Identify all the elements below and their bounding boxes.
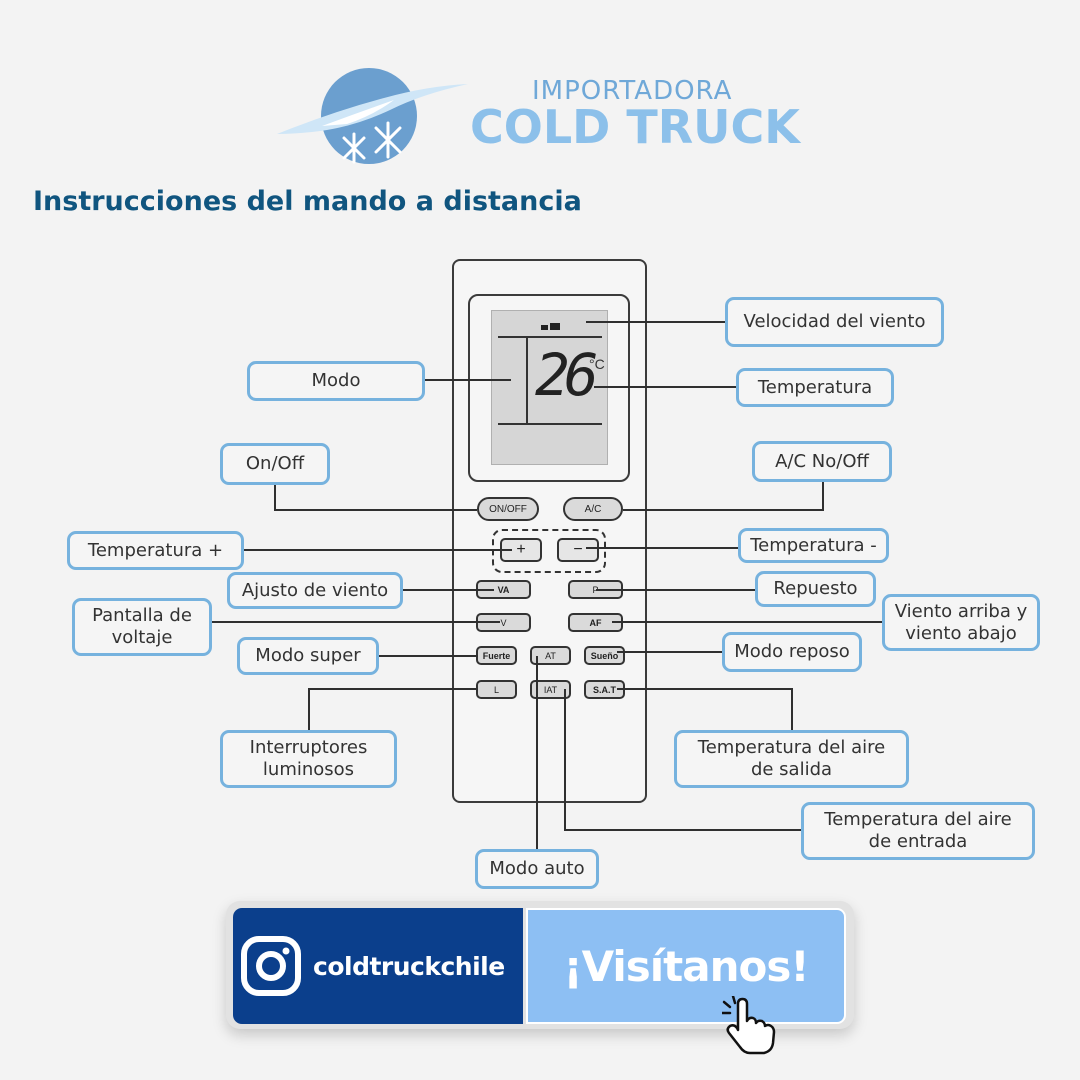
callout-label-line2: voltaje	[111, 627, 173, 648]
callout-label: Modo auto	[489, 858, 585, 880]
callout-label-line2: de entrada	[868, 831, 968, 852]
lcd-unit: °C	[589, 356, 605, 372]
fuerte-key[interactable]: Fuerte	[476, 646, 517, 665]
lcd-divider-vertical	[526, 336, 528, 424]
lcd-divider-bottom	[498, 423, 602, 425]
callout-label: Temperatura -	[750, 534, 877, 556]
at-key[interactable]: AT	[530, 646, 571, 665]
callout-modo-auto: Modo auto	[475, 849, 599, 889]
callout-modo: Modo	[247, 361, 425, 401]
visit-button[interactable]: ¡Visítanos!	[526, 908, 846, 1024]
callout-label: Modo super	[255, 645, 361, 667]
callout-repuesto: Repuesto	[755, 571, 876, 607]
l-key[interactable]: L	[476, 680, 517, 699]
callout-temp-minus: Temperatura -	[738, 528, 889, 563]
callout-pantalla-voltaje: Pantalla de voltaje	[72, 598, 212, 656]
callout-label-line1: Interruptores	[249, 737, 368, 759]
iat-key[interactable]: IAT	[530, 680, 571, 699]
af-key[interactable]: AF	[568, 613, 623, 632]
lcd-divider-top	[498, 336, 602, 338]
brand-logo-icon	[277, 68, 468, 164]
sat-key[interactable]: S.A.T	[584, 680, 625, 699]
callout-temp-aire-entrada: Temperatura del aire de entrada	[801, 802, 1035, 860]
instagram-handle[interactable]: coldtruckchile	[313, 951, 505, 981]
callout-temperatura: Temperatura	[736, 368, 894, 407]
instagram-icon	[241, 936, 301, 996]
callout-modo-super: Modo super	[237, 637, 379, 675]
callout-label-line2: viento abajo	[905, 622, 1017, 644]
brand-main-text: COLD TRUCK	[470, 100, 800, 154]
callout-modo-reposo: Modo reposo	[722, 632, 862, 672]
callout-label: A/C No/Off	[775, 450, 869, 472]
temp-plus-key[interactable]: +	[500, 538, 542, 562]
temp-minus-key[interactable]: −	[557, 538, 599, 562]
callout-label: Temperatura	[757, 376, 873, 398]
callout-label-line1: Pantalla de	[92, 605, 192, 627]
sueno-key[interactable]: Sueño	[584, 646, 625, 665]
callout-on-off: On/Off	[220, 443, 330, 485]
fan-speed-icon	[541, 322, 561, 330]
callout-label-line2: de salida	[750, 759, 833, 780]
callout-label: Temperatura +	[87, 539, 224, 561]
callout-label-line1: Viento arriba y	[894, 600, 1028, 622]
ac-key[interactable]: A/C	[563, 497, 623, 521]
page-title: Instrucciones del mando a distancia	[33, 186, 582, 217]
instagram-panel[interactable]: coldtruckchile	[233, 908, 523, 1024]
callout-label: On/Off	[245, 453, 305, 475]
callout-temp-plus: Temperatura +	[67, 531, 244, 570]
p-key[interactable]: P	[568, 580, 623, 599]
callout-viento-arriba-abajo: Viento arriba y viento abajo	[882, 594, 1040, 651]
callout-label-line1: Temperatura del aire	[824, 809, 1012, 831]
callout-label: Velocidad del viento	[743, 311, 926, 333]
brand-top-text: IMPORTADORA	[532, 76, 733, 106]
callout-ac: A/C No/Off	[752, 441, 892, 482]
lcd-temperature: 26	[535, 341, 599, 409]
v-key[interactable]: V	[476, 613, 531, 632]
on-off-key[interactable]: ON/OFF	[477, 497, 539, 521]
va-key[interactable]: VA	[476, 580, 531, 599]
callout-label: Modo	[311, 370, 361, 392]
callout-label-line1: Temperatura del aire	[697, 737, 886, 759]
temperature-key-group	[492, 529, 606, 573]
callout-temp-aire-salida: Temperatura del aire de salida	[674, 730, 909, 788]
callout-label: Repuesto	[773, 578, 858, 600]
callout-label-line2: luminosos	[262, 759, 355, 780]
callout-velocidad-viento: Velocidad del viento	[725, 297, 944, 347]
callout-ajuste-viento: Ajusto de viento	[227, 572, 403, 609]
callout-label: Modo reposo	[734, 641, 850, 663]
hand-pointer-icon	[722, 996, 776, 1055]
callout-interruptores-luminosos: Interruptores luminosos	[220, 730, 397, 788]
visit-label: ¡Visítanos!	[563, 941, 809, 991]
callout-label: Ajusto de viento	[241, 579, 389, 601]
